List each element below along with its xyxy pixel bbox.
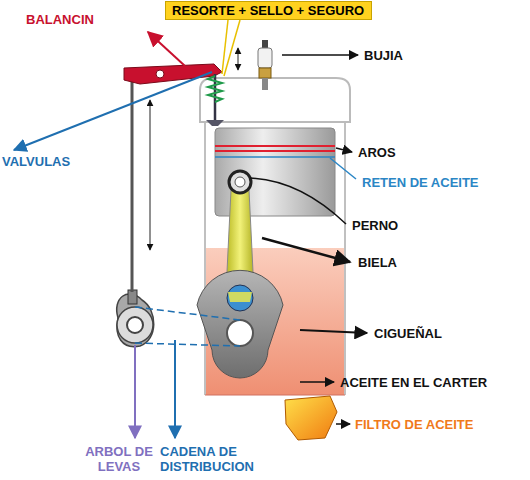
piston-ring bbox=[215, 145, 335, 147]
leader-line bbox=[224, 20, 240, 76]
part-label: BALANCIN bbox=[26, 12, 94, 27]
leader-line bbox=[300, 381, 334, 383]
piston-pin bbox=[229, 171, 251, 193]
leader-line bbox=[336, 148, 352, 152]
cylinder-head bbox=[200, 78, 350, 122]
piston-ring bbox=[215, 150, 335, 152]
cylinder bbox=[205, 120, 345, 248]
callout-text: RESORTE + SELLO + SEGURO bbox=[172, 3, 365, 18]
part-label: CIGUEÑAL bbox=[374, 326, 442, 341]
leader-line bbox=[148, 32, 185, 66]
part-label: ACEITE EN EL CARTER bbox=[340, 375, 487, 390]
valve-spring bbox=[208, 76, 222, 102]
valve-head bbox=[206, 120, 224, 126]
part-label: ARBOL DE LEVAS bbox=[78, 444, 160, 474]
oil-ring bbox=[215, 156, 335, 158]
timing-chain bbox=[135, 307, 240, 320]
part-label: PERNO bbox=[352, 218, 398, 233]
part-label: BUJIA bbox=[364, 48, 403, 63]
part-label: AROS bbox=[358, 145, 396, 160]
oil-filter bbox=[285, 396, 337, 440]
motion-arrow bbox=[150, 100, 151, 250]
motion-arrow bbox=[238, 48, 239, 70]
part-label: VALVULAS bbox=[2, 154, 70, 169]
leader-line bbox=[330, 158, 356, 179]
part-label: BIELA bbox=[358, 255, 397, 270]
leader-line bbox=[250, 178, 346, 224]
leader-line bbox=[262, 238, 350, 262]
part-label: RETEN DE ACEITE bbox=[362, 175, 479, 190]
callout-box: RESORTE + SELLO + SEGURO bbox=[165, 1, 372, 20]
lifter bbox=[128, 290, 137, 304]
pushrod bbox=[131, 80, 134, 292]
leader-line bbox=[336, 423, 350, 425]
spark-plug bbox=[258, 40, 272, 90]
leader-line bbox=[174, 340, 176, 438]
part-label: CADENA DE DISTRIBUCION bbox=[160, 444, 290, 474]
leader-line bbox=[282, 54, 358, 56]
part-label: FILTRO DE ACEITE bbox=[355, 417, 473, 432]
leader-line bbox=[134, 345, 136, 438]
crankshaft bbox=[197, 270, 283, 378]
timing-chain bbox=[135, 343, 240, 346]
leader-line bbox=[14, 72, 212, 150]
leader-line bbox=[300, 330, 367, 333]
